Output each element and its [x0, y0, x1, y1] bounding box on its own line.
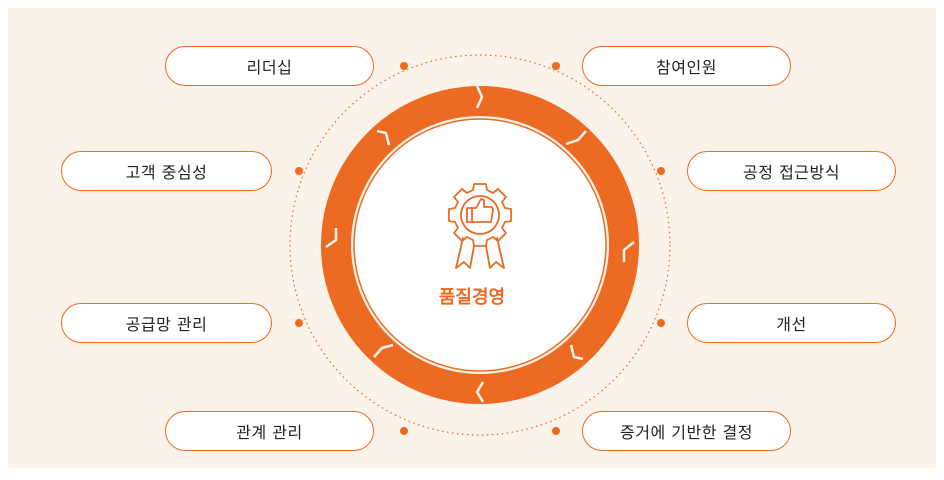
- center-title: 품질경영: [438, 287, 506, 308]
- connector-dot: [657, 167, 665, 175]
- connector-dot: [295, 167, 303, 175]
- ring-chevrons: [325, 85, 635, 403]
- principle-customer-focus: 고객 중심성: [61, 151, 272, 191]
- connector-dot: [552, 427, 560, 435]
- gear-thumbs-up-award-icon: [448, 183, 512, 269]
- principle-relationship-management: 관계 관리: [165, 411, 374, 451]
- connector-dot: [657, 319, 665, 327]
- principle-leadership: 리더십: [165, 46, 374, 86]
- dotted-orbit: [289, 54, 671, 436]
- principle-evidence-based-decision: 증거에 기반한 결정: [582, 411, 791, 451]
- connector-dot: [552, 62, 560, 70]
- principle-supply-chain-management: 공급망 관리: [61, 303, 272, 343]
- connector-dot: [400, 62, 408, 70]
- center-disc: [353, 118, 607, 372]
- principle-engagement-of-people: 참여인원: [582, 46, 791, 86]
- principle-improvement: 개선: [687, 303, 896, 343]
- connector-dot: [400, 427, 408, 435]
- connector-dot: [295, 319, 303, 327]
- principle-process-approach: 공정 접근방식: [687, 151, 896, 191]
